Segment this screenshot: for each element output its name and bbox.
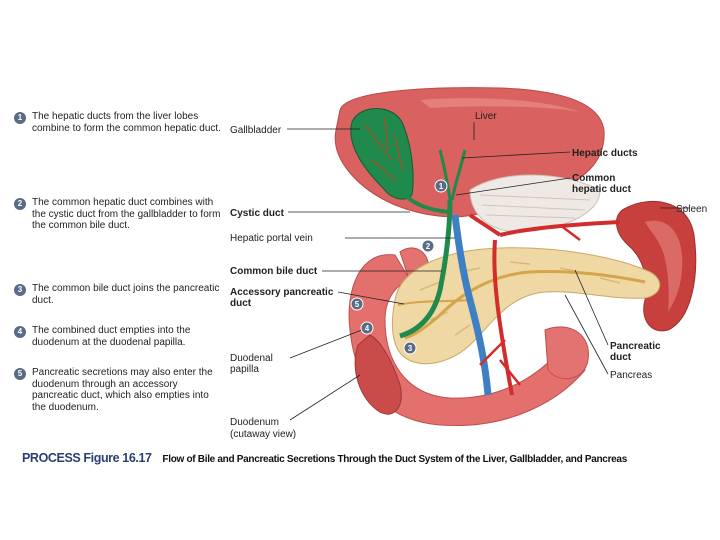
caption-figure-number: PROCESS Figure 16.17 [22, 451, 152, 465]
duodenum-shape [348, 254, 586, 427]
label-duodenum-line1: Duodenum [230, 417, 279, 428]
spleen-shape [616, 200, 697, 332]
aorta-artery [468, 213, 621, 396]
liver-highlight [420, 98, 580, 112]
label-accessory-pancreatic-duct-line1: Accessory pancreatic [230, 287, 334, 298]
marker-5: 5 [350, 297, 364, 311]
label-duodenal-papilla-line1: Duodenal [230, 353, 273, 364]
label-hepatic-ducts: Hepatic ducts [572, 148, 638, 159]
marker-4: 4 [360, 321, 374, 335]
pancreas-texture [419, 261, 621, 336]
step-1-number: 1 [14, 112, 26, 124]
leader-lines [287, 122, 690, 421]
spleen-highlight [645, 220, 683, 312]
svg-text:4: 4 [365, 324, 370, 333]
label-common-hepatic-duct-line1: Common [572, 173, 615, 184]
label-cystic-duct: Cystic duct [230, 208, 285, 219]
gallbladder-shape [350, 108, 414, 200]
step-1-text: The hepatic ducts from the liver lobes c… [32, 111, 221, 134]
cystic-duct [403, 193, 449, 214]
artery-branches [479, 224, 581, 386]
pancreas-shape [391, 247, 660, 365]
label-pancreatic-duct-line2: duct [610, 352, 632, 363]
label-gallbladder: Gallbladder [230, 125, 282, 136]
common-bile-duct [399, 199, 453, 339]
step-4-number: 4 [14, 326, 26, 338]
label-accessory-pancreatic-duct-line2: duct [230, 298, 252, 309]
label-common-hepatic-duct-line2: hepatic duct [572, 184, 632, 195]
svg-text:1: 1 [439, 182, 444, 191]
step-2-text: The common hepatic duct combines with th… [32, 197, 221, 231]
jejunum-loop [544, 326, 589, 380]
label-spleen: Spleen [676, 204, 707, 215]
figure-caption: PROCESS Figure 16.17 Flow of Bile and Pa… [22, 451, 712, 465]
label-duodenal-papilla-line2: papilla [230, 364, 259, 375]
accessory-pancreatic-duct [397, 299, 471, 306]
pancreatic-duct [404, 270, 646, 340]
svg-text:3: 3 [408, 344, 413, 353]
marker-1: 1 [434, 179, 448, 193]
svg-text:5: 5 [355, 300, 360, 309]
svg-text:2: 2 [426, 242, 431, 251]
step-5-number: 5 [14, 368, 26, 380]
caption-title: Flow of Bile and Pancreatic Secretions T… [162, 454, 627, 465]
duodenum-cutaway [354, 334, 402, 415]
step-2-number: 2 [14, 198, 26, 210]
marker-3: 3 [403, 341, 417, 355]
label-common-bile-duct: Common bile duct [230, 266, 318, 277]
step-5-text: Pancreatic secretions may also enter the… [32, 367, 213, 413]
label-pancreatic-duct-line1: Pancreatic [610, 341, 661, 352]
label-duodenum-line2: (cutaway view) [230, 429, 296, 440]
ligament-fibers [479, 194, 591, 219]
step-3-text: The common bile duct joins the pancreati… [32, 283, 220, 306]
step-4-text: The combined duct empties into the duode… [32, 325, 191, 348]
marker-2: 2 [421, 239, 435, 253]
label-hepatic-portal-vein: Hepatic portal vein [230, 233, 313, 244]
label-pancreas: Pancreas [610, 370, 652, 381]
gallbladder-vessels [364, 117, 403, 181]
hepatic-portal-vein [451, 214, 492, 396]
hepatic-ducts [438, 149, 467, 201]
step-3-number: 3 [14, 284, 26, 296]
label-liver: Liver [475, 111, 497, 122]
